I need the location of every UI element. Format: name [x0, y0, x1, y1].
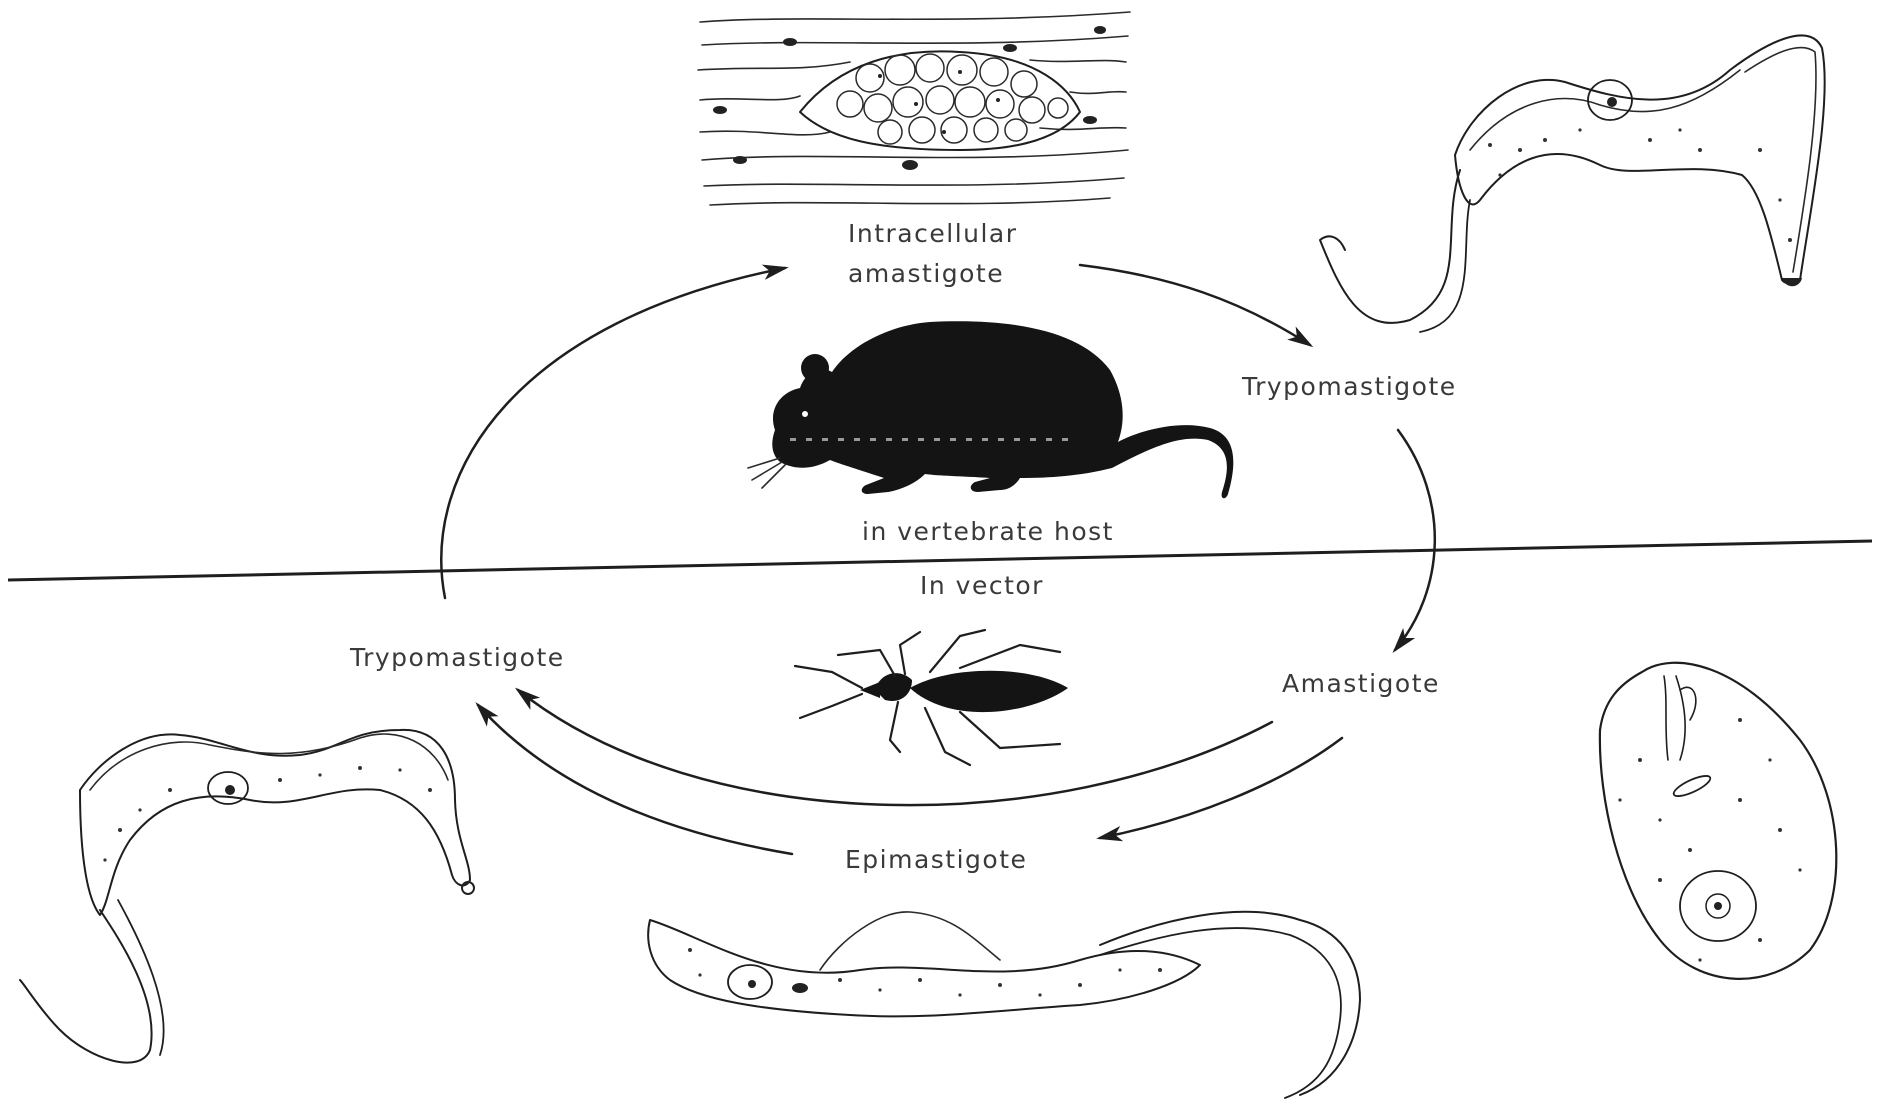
label-intracellular-amastigote-line1: Intracellular [848, 219, 1018, 248]
label-intracellular-amastigote-line2: amastigote [848, 259, 1004, 288]
label-amastigote-vector: Amastigote [1282, 669, 1440, 698]
label-zone-vector: In vector [920, 571, 1044, 600]
arrow-to-epimastigote [1100, 738, 1342, 838]
label-zone-host: in vertebrate host [862, 517, 1114, 546]
muscle-tissue-pseudocyst-icon [698, 12, 1130, 205]
amastigote-vector-figure [1600, 663, 1836, 979]
triatomine-bug-icon [795, 630, 1068, 765]
arrow-to-amastigote-vector [1395, 430, 1435, 650]
label-trypomastigote-vector: Trypomastigote [349, 643, 565, 672]
arrow-to-intracellular-amastigote [441, 268, 785, 598]
rodent-silhouette-icon [748, 321, 1233, 498]
epimastigote-figure [648, 912, 1360, 1098]
arrow-epimastigote-to-trypomastigote [478, 705, 792, 854]
trypomastigote-vector-figure [20, 730, 474, 1063]
label-trypomastigote-host: Trypomastigote [1241, 372, 1457, 401]
label-epimastigote: Epimastigote [845, 845, 1027, 874]
trypomastigote-host-figure [1320, 35, 1825, 332]
arrow-to-trypomastigote-host [1080, 265, 1310, 345]
